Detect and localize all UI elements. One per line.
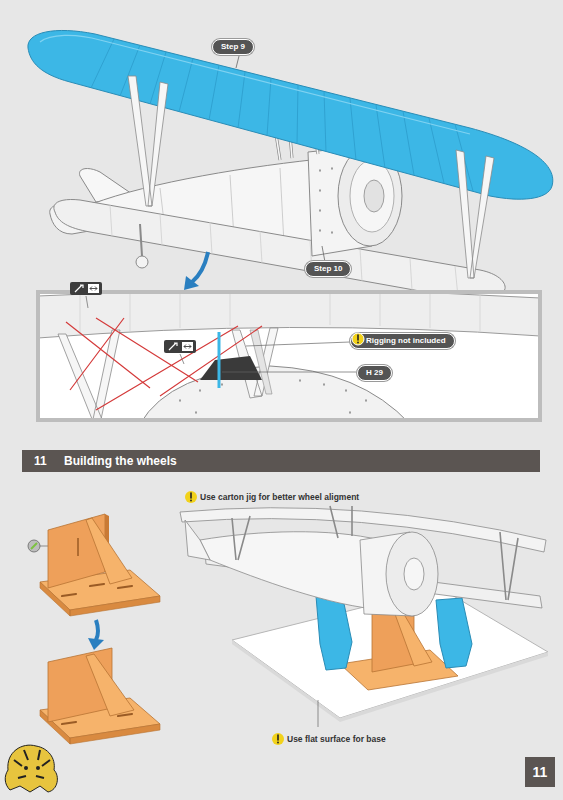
- leader-line: [318, 700, 319, 727]
- page-number: 11: [533, 764, 548, 780]
- direction-arrow: [192, 252, 208, 282]
- cowling-face: [386, 532, 438, 616]
- jig-base-edge: [40, 582, 160, 616]
- strut-right: [250, 330, 272, 394]
- leader-line: [236, 52, 325, 262]
- cowling-rivets: [320, 168, 332, 233]
- inset-arrow: [190, 284, 191, 294]
- note-pill: Rigging not included: [350, 333, 455, 349]
- leader-line: [222, 342, 356, 372]
- biplane-on-jig: [180, 506, 548, 727]
- step-callout: Step 10: [305, 261, 351, 277]
- lower-wing: [54, 200, 505, 301]
- cowling-ring: [350, 160, 394, 232]
- rigging-lines: [66, 318, 262, 410]
- fuselage: [200, 532, 384, 610]
- inset-detail: [38, 282, 540, 424]
- note-text: Use carton jig for better wheel aligment: [200, 492, 359, 502]
- biplane-top-view: [28, 30, 553, 300]
- carton-jig-parts: [28, 514, 160, 744]
- interplane-strut-right: [456, 150, 494, 278]
- callout-label: Step 9: [221, 42, 245, 51]
- direction-arrow: [96, 620, 98, 640]
- assembly-symbol: [164, 340, 196, 353]
- propeller-hub: [364, 180, 384, 212]
- direction-arrow-head: [88, 638, 104, 650]
- cowling-top: [140, 366, 410, 418]
- wheel-spat-left: [316, 594, 352, 670]
- struts: [232, 506, 518, 600]
- section-band: 11Building the wheels: [22, 450, 540, 472]
- wheel-spat-right: [436, 598, 472, 668]
- cockpit-opening: [200, 356, 262, 380]
- note-text: Use flat surface for base: [287, 734, 386, 744]
- interplane-strut: [58, 330, 120, 418]
- upper-wing: [28, 30, 553, 199]
- warning-icon: [352, 333, 364, 345]
- tail: [185, 520, 210, 560]
- lower-wing-ribs: [110, 205, 458, 297]
- section-number: 11: [22, 454, 64, 468]
- note-text: Rigging not included: [366, 336, 446, 345]
- part-callout: H 29: [357, 365, 392, 381]
- part-number: H 29: [366, 368, 383, 377]
- h29-part: [218, 332, 221, 388]
- page-number-box: 11: [525, 757, 555, 787]
- tail-wheel-leg: [140, 224, 142, 256]
- interplane-strut-left: [128, 76, 168, 206]
- assembly-symbol: [70, 282, 102, 295]
- jig-fin: [86, 518, 132, 584]
- warning-icon: [272, 733, 284, 745]
- step-callout: Step 9: [212, 39, 254, 55]
- wing-underside-ribs: [80, 294, 480, 334]
- callout-label: Step 10: [314, 264, 342, 273]
- direction-arrow-head: [184, 276, 199, 290]
- upper-wing-highlight: [40, 35, 470, 134]
- section-title: Building the wheels: [64, 454, 177, 468]
- jig-slot: [77, 538, 79, 556]
- tiger-logo: [5, 745, 57, 792]
- tail-wheel: [136, 256, 148, 268]
- propeller-hub: [404, 558, 424, 590]
- warning-icon: [185, 491, 197, 503]
- leader-line: [86, 296, 184, 364]
- jig-slots: [62, 584, 132, 596]
- cowling-rivets: [180, 380, 366, 413]
- jig-fin: [86, 654, 134, 716]
- upper-wing-ribs: [91, 39, 473, 191]
- glue-point-icon: [28, 540, 40, 552]
